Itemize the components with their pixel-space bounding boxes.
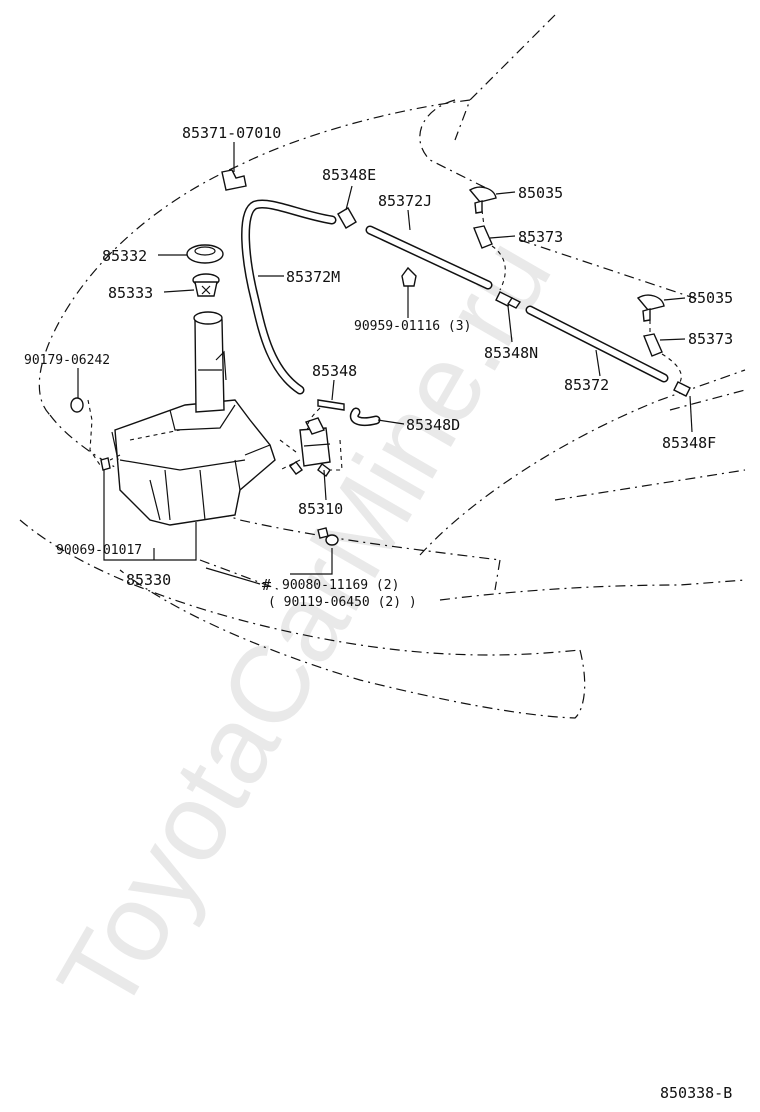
hose-85372M (241, 199, 345, 411)
label-85372J: 85372J (378, 192, 432, 210)
label-85348E: 85348E (322, 166, 376, 184)
label-85372M: 85372M (286, 268, 340, 286)
label-85333: 85333 (108, 284, 153, 302)
label-85035-upper: 85035 (518, 184, 563, 202)
label-85035-lower: 85035 (688, 289, 733, 307)
tank-cap (186, 244, 224, 264)
label-85372: 85372 (564, 376, 609, 394)
label-90119-06450: ( 90119-06450 (2) ) (268, 595, 417, 610)
connection-lines (87, 209, 682, 471)
hose-bracket (221, 169, 247, 191)
joint-85348D (349, 407, 381, 427)
vehicle-body-outline (19, 14, 746, 719)
diagram-code: 850338-B (660, 1084, 732, 1102)
label-90959-01116: 90959-01116 (3) (354, 319, 471, 334)
label-90179-06242: 90179-06242 (24, 353, 110, 368)
label-hash-mark: # (262, 576, 271, 594)
joint-85348E (337, 207, 357, 229)
label-85348: 85348 (312, 362, 357, 380)
washer-tank (111, 311, 276, 526)
nozzle-lower (636, 294, 665, 357)
leader-lines (77, 142, 693, 585)
label-85348N: 85348N (484, 344, 538, 362)
label-85330: 85330 (126, 571, 171, 589)
label-85332: 85332 (102, 247, 147, 265)
grommet (70, 397, 84, 413)
label-85348F: 85348F (662, 434, 716, 452)
joint-85348F (673, 381, 691, 397)
washer-pump (288, 417, 331, 478)
watermark: ToyotaCarMine.ru (34, 219, 575, 1032)
label-90069-01017: 90069-01017 (56, 543, 142, 558)
label-85373-lower: 85373 (688, 330, 733, 348)
hose-85372 (525, 305, 669, 383)
hose-clip (401, 266, 417, 287)
part-labels: 85371-07010 85348E 85035 85372J 85373 85… (24, 124, 733, 610)
label-85348D: 85348D (406, 416, 460, 434)
hose-85372J (365, 225, 493, 290)
label-85310: 85310 (298, 500, 343, 518)
tank-bolt (100, 457, 111, 471)
joint-85348N (495, 291, 522, 309)
label-90080-11169: 90080-11169 (2) (282, 578, 399, 593)
label-85371-07010: 85371-07010 (182, 124, 281, 142)
screw (317, 527, 339, 546)
strainer (192, 273, 220, 297)
label-85373-upper: 85373 (518, 228, 563, 246)
nozzle-upper (468, 186, 497, 249)
